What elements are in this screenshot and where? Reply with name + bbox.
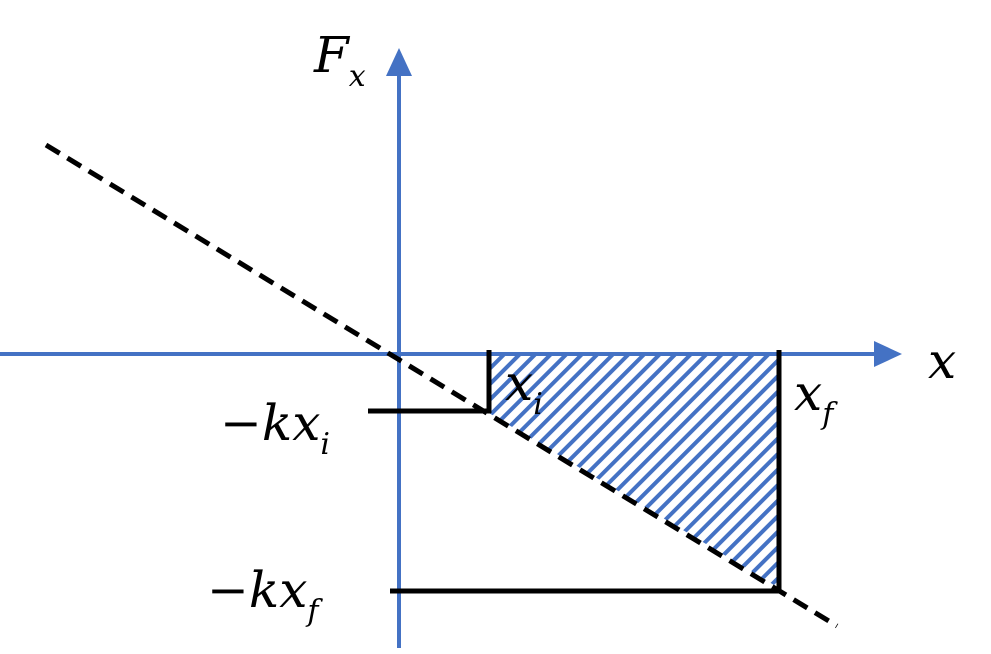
y-axis-arrowhead — [386, 48, 412, 76]
y-axis-label: Fx — [313, 26, 366, 94]
force-line-dashed — [44, 142, 839, 629]
xf-label: xf — [794, 364, 838, 432]
xi-label: xi — [505, 354, 543, 422]
force-xf-label: −kxf — [207, 561, 323, 629]
x-axis-label: x — [928, 332, 956, 390]
x-axis-arrowhead — [874, 341, 902, 367]
force-xi-label: −kxi — [220, 394, 330, 462]
work-area-hatch — [489, 354, 779, 588]
